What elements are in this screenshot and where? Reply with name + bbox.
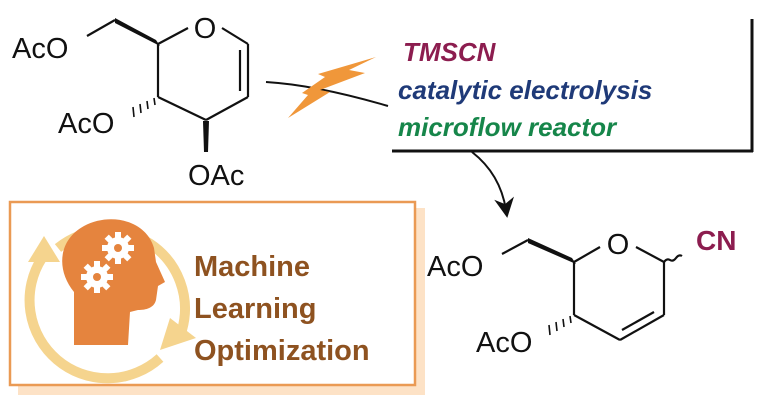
conditions-box <box>392 19 754 153</box>
wavy-bond <box>663 254 683 263</box>
device-label: microflow reactor <box>398 112 618 142</box>
reagent-label: TMSCN <box>403 37 497 67</box>
bond <box>573 246 601 263</box>
product-arrow <box>471 151 514 218</box>
bond <box>501 239 529 255</box>
product-acetoxy-4: AcO <box>476 327 532 359</box>
product-ring-oxygen: O <box>607 229 630 261</box>
bond <box>157 27 189 45</box>
reactant-molecule <box>86 18 250 152</box>
bond <box>221 27 249 45</box>
wedge-bond <box>203 121 209 152</box>
double-bond-inner <box>621 311 655 331</box>
reactant-acetoxy-6: AcO <box>12 33 68 65</box>
bond <box>157 96 207 121</box>
cycle-arrowhead <box>160 318 196 350</box>
cyano-group: CN <box>696 225 736 256</box>
lightning-bolt-icon <box>288 57 376 118</box>
gear-icon <box>102 232 134 264</box>
reaction-line <box>265 81 389 107</box>
product-acetoxy-6: AcO <box>427 251 483 283</box>
wedge-bond <box>528 238 576 264</box>
reactant-acetoxy-3: AcO <box>58 108 114 140</box>
cycle-arc-bottom <box>24 255 164 384</box>
ml-line-3: Optimization <box>194 335 370 367</box>
gear-icon <box>81 261 113 293</box>
bond <box>205 96 249 121</box>
bond <box>619 314 665 341</box>
reactant-acetoxy-4: OAc <box>188 160 244 192</box>
bond <box>573 314 621 341</box>
head-silhouette <box>62 219 165 345</box>
ml-line-1: Machine <box>194 251 310 283</box>
wedge-bond <box>115 18 160 46</box>
cycle-arrowhead <box>28 236 60 262</box>
hash-bond <box>132 97 156 118</box>
reactant-ring-oxygen: O <box>194 13 217 45</box>
bond <box>635 246 665 263</box>
product-molecule <box>501 239 683 341</box>
head-with-gears-cycle-icon <box>24 219 196 384</box>
ml-line-2: Learning <box>194 293 316 325</box>
hash-bond <box>548 315 572 336</box>
method-label: catalytic electrolysis <box>398 75 652 105</box>
bond <box>86 19 116 37</box>
